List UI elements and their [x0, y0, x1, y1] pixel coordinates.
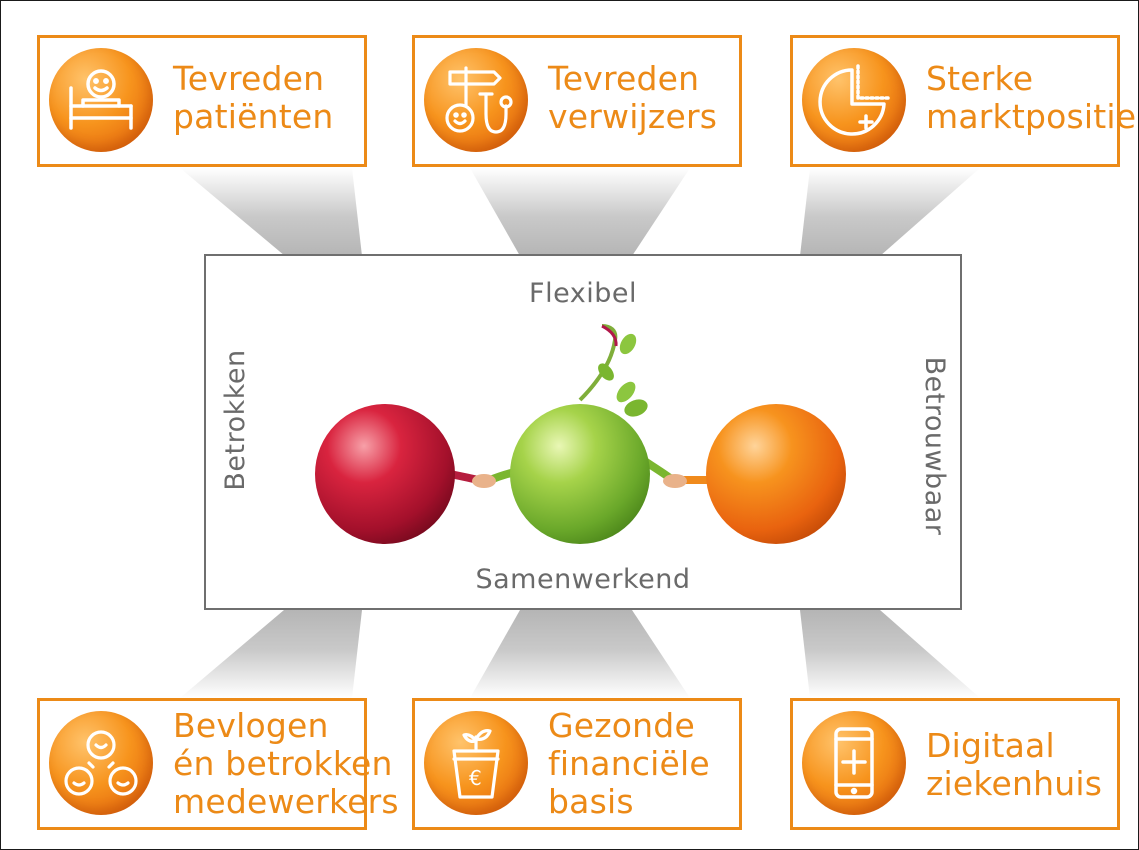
beam-top-left — [180, 168, 362, 256]
beam-top-right — [800, 168, 980, 256]
beam-bottom-left — [180, 610, 362, 698]
card-digitaal-ziekenhuis: Digitaal ziekenhuis — [790, 698, 1120, 830]
beam-bottom-right — [800, 610, 980, 698]
card-tevreden-patienten: Tevreden patiënten — [37, 35, 367, 167]
value-samenwerkend: Samenwerkend — [475, 564, 691, 595]
card-gezonde-financiele-basis: € Gezonde financiële basis — [412, 698, 742, 830]
svg-text:€: € — [469, 766, 482, 790]
euro-plant-pot-icon: € — [424, 711, 528, 815]
sprout-leaf — [598, 363, 614, 381]
card-sterke-marktpositie: Sterke marktpositie — [790, 35, 1136, 167]
card-label: Bevlogen én betrokken medewerkers — [173, 706, 399, 821]
card-label: Tevreden verwijzers — [548, 59, 718, 136]
sprout-stem-red — [601, 324, 618, 347]
green-sphere — [510, 404, 650, 544]
pie-chart-plus-icon — [802, 48, 906, 152]
signpost-stethoscope-icon — [424, 48, 528, 152]
card-label: Digitaal ziekenhuis — [926, 726, 1103, 803]
handshake-left — [472, 474, 496, 488]
team-people-icon — [49, 711, 153, 815]
orange-sphere — [706, 404, 846, 544]
card-tevreden-verwijzers: Tevreden verwijzers — [412, 35, 742, 167]
red-sphere — [315, 404, 455, 544]
card-label: Sterke marktpositie — [926, 59, 1137, 136]
sprout-leaf — [624, 399, 648, 417]
patient-in-bed-icon — [49, 48, 153, 152]
smartphone-plus-icon — [802, 711, 906, 815]
handshake-right — [663, 474, 687, 488]
value-flexibel: Flexibel — [529, 278, 637, 309]
card-label: Gezonde financiële basis — [548, 706, 710, 821]
card-label: Tevreden patiënten — [173, 59, 334, 136]
beam-top-middle — [470, 168, 690, 256]
sprout-leaf — [616, 381, 636, 403]
sprout-stem — [578, 324, 618, 402]
beam-bottom-middle — [470, 610, 690, 698]
card-bevlogen-medewerkers: Bevlogen én betrokken medewerkers — [37, 698, 399, 830]
sprout-leaf — [619, 333, 637, 355]
